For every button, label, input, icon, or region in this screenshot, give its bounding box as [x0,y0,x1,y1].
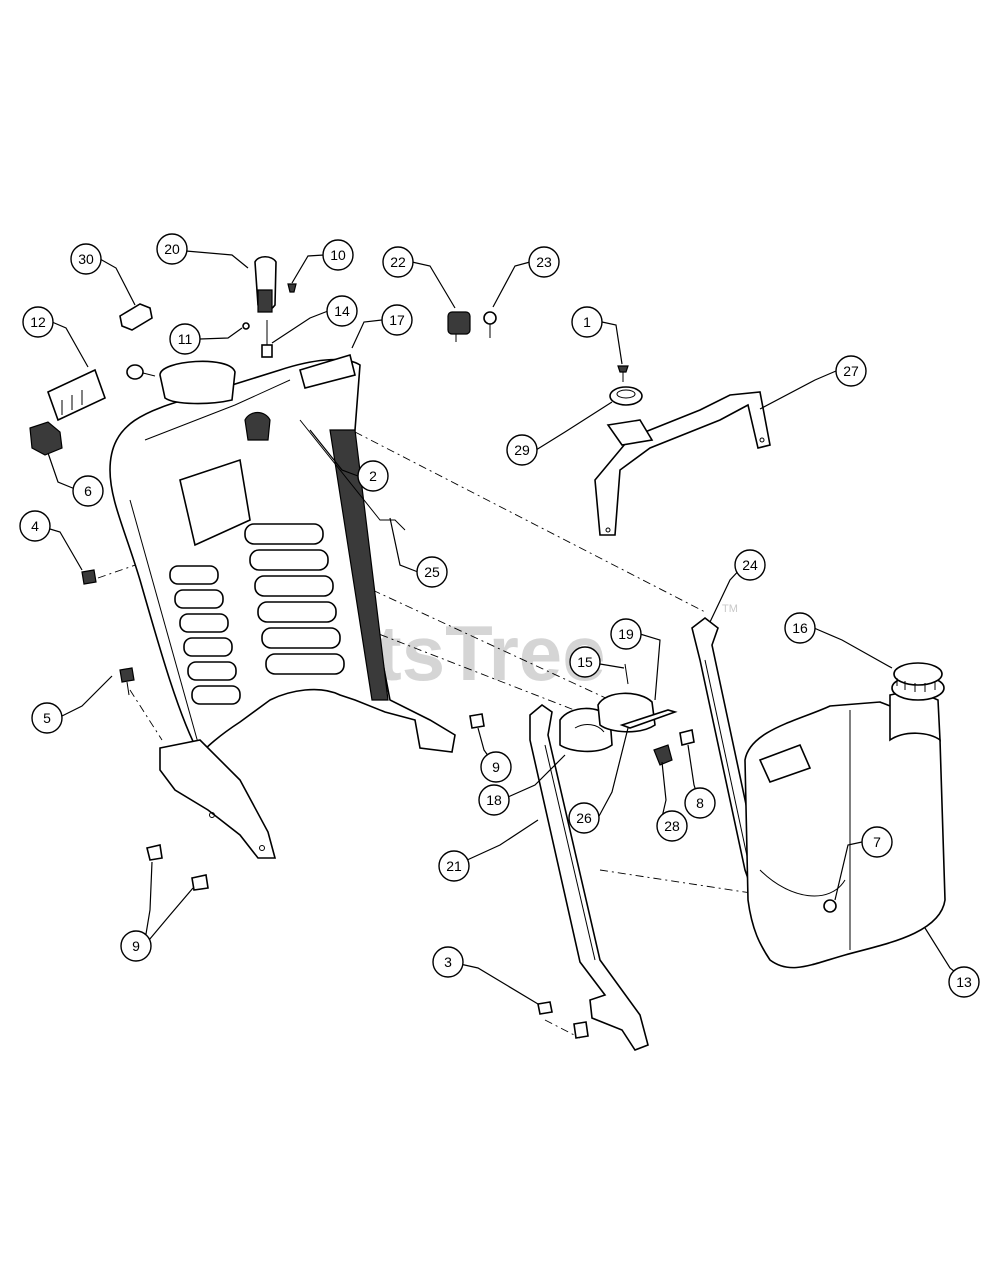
callout-18: 18 [478,784,510,816]
callout-28-label: 28 [664,818,680,834]
callout-3: 3 [432,946,464,978]
grommet-29 [609,386,643,406]
callout-17: 17 [381,304,413,336]
callout-29: 29 [506,434,538,466]
callout-13-label: 13 [956,974,972,990]
callout-10: 10 [322,239,354,271]
callout-21-label: 21 [446,858,462,874]
grille-left [169,565,241,705]
callout-8-label: 8 [696,795,704,811]
callout-6: 6 [72,475,104,507]
callout-9-a: 9 [480,751,512,783]
callout-20-label: 20 [164,241,180,257]
callout-14-label: 14 [334,303,350,319]
watermark-trademark: TM [722,603,738,615]
callout-3-label: 3 [444,954,452,970]
callout-24: 24 [734,549,766,581]
callout-26-label: 26 [576,810,592,826]
hood-lower-bracket [159,739,277,859]
callout-15: 15 [569,646,601,678]
screw-1 [617,365,629,382]
callout-5: 5 [31,702,63,734]
bolt-9-b [146,844,163,861]
callout-12-label: 12 [30,314,46,330]
plate-26 [619,709,678,729]
hood-panel [109,353,456,757]
callout-24-label: 24 [742,557,758,573]
callout-26: 26 [568,802,600,834]
callout-25: 25 [416,556,448,588]
frame-rail-21 [529,703,649,1051]
clip-30 [119,303,153,331]
shaft-14 [261,320,273,358]
key-23 [483,311,497,338]
callout-21: 21 [438,850,470,882]
lever-20 [254,255,277,313]
callout-28: 28 [656,810,688,842]
nut-3-b [573,1021,589,1039]
callout-19-label: 19 [618,626,634,642]
callout-20: 20 [156,233,188,265]
callout-17-label: 17 [389,312,405,328]
callout-2: 2 [357,460,389,492]
callout-9-a-label: 9 [492,759,500,775]
callout-18-label: 18 [486,792,502,808]
callout-11-label: 11 [178,331,193,347]
callout-1-label: 1 [583,314,591,330]
callout-25-label: 25 [424,564,440,580]
callout-16: 16 [784,612,816,644]
screw-10 [287,283,297,293]
callout-16-label: 16 [792,620,808,636]
callout-5-label: 5 [43,710,51,726]
callout-1: 1 [571,306,603,338]
nut-3 [537,1001,553,1015]
callout-10-label: 10 [330,247,346,263]
fuel-cap-16 [891,662,945,701]
callout-7: 7 [861,826,893,858]
callout-4: 4 [19,510,51,542]
callout-19: 19 [610,618,642,650]
callout-11: 11 [169,323,201,355]
switch-6 [29,421,63,456]
callout-22: 22 [382,246,414,278]
callout-27-label: 27 [843,363,859,379]
bolt-9-a [469,713,485,729]
callout-22-label: 22 [390,254,406,270]
callout-29-label: 29 [514,442,530,458]
callout-4-label: 4 [31,518,39,534]
wire-25 [299,419,406,531]
clip-28 [653,744,673,766]
callout-14: 14 [326,295,358,327]
callout-8: 8 [684,787,716,819]
bolt-8 [679,729,695,746]
switch-12 [47,368,106,422]
bolt-head-knob [126,364,156,380]
callout-23: 23 [528,246,560,278]
washer-11 [242,322,250,330]
bolt-5 [119,667,135,696]
callout-7-label: 7 [873,834,881,850]
callout-30: 30 [70,243,102,275]
callout-27: 27 [835,355,867,387]
callout-12: 12 [22,306,54,338]
nut-4 [81,569,97,585]
bracket-27 [594,391,771,536]
callout-30-label: 30 [78,251,94,267]
leader-lines [39,250,969,1005]
grille-center [244,523,345,675]
callout-23-label: 23 [536,254,552,270]
callout-13: 13 [948,966,980,998]
callout-9-b: 9 [120,930,152,962]
ignition-22 [447,311,471,342]
pin-15 [624,663,629,685]
bolt-9-c [191,874,209,891]
callout-2-label: 2 [369,468,377,484]
callout-15-label: 15 [577,654,593,670]
callout-9-b-label: 9 [132,938,140,954]
fuel-tank-13 [744,689,946,969]
callout-6-label: 6 [84,483,92,499]
